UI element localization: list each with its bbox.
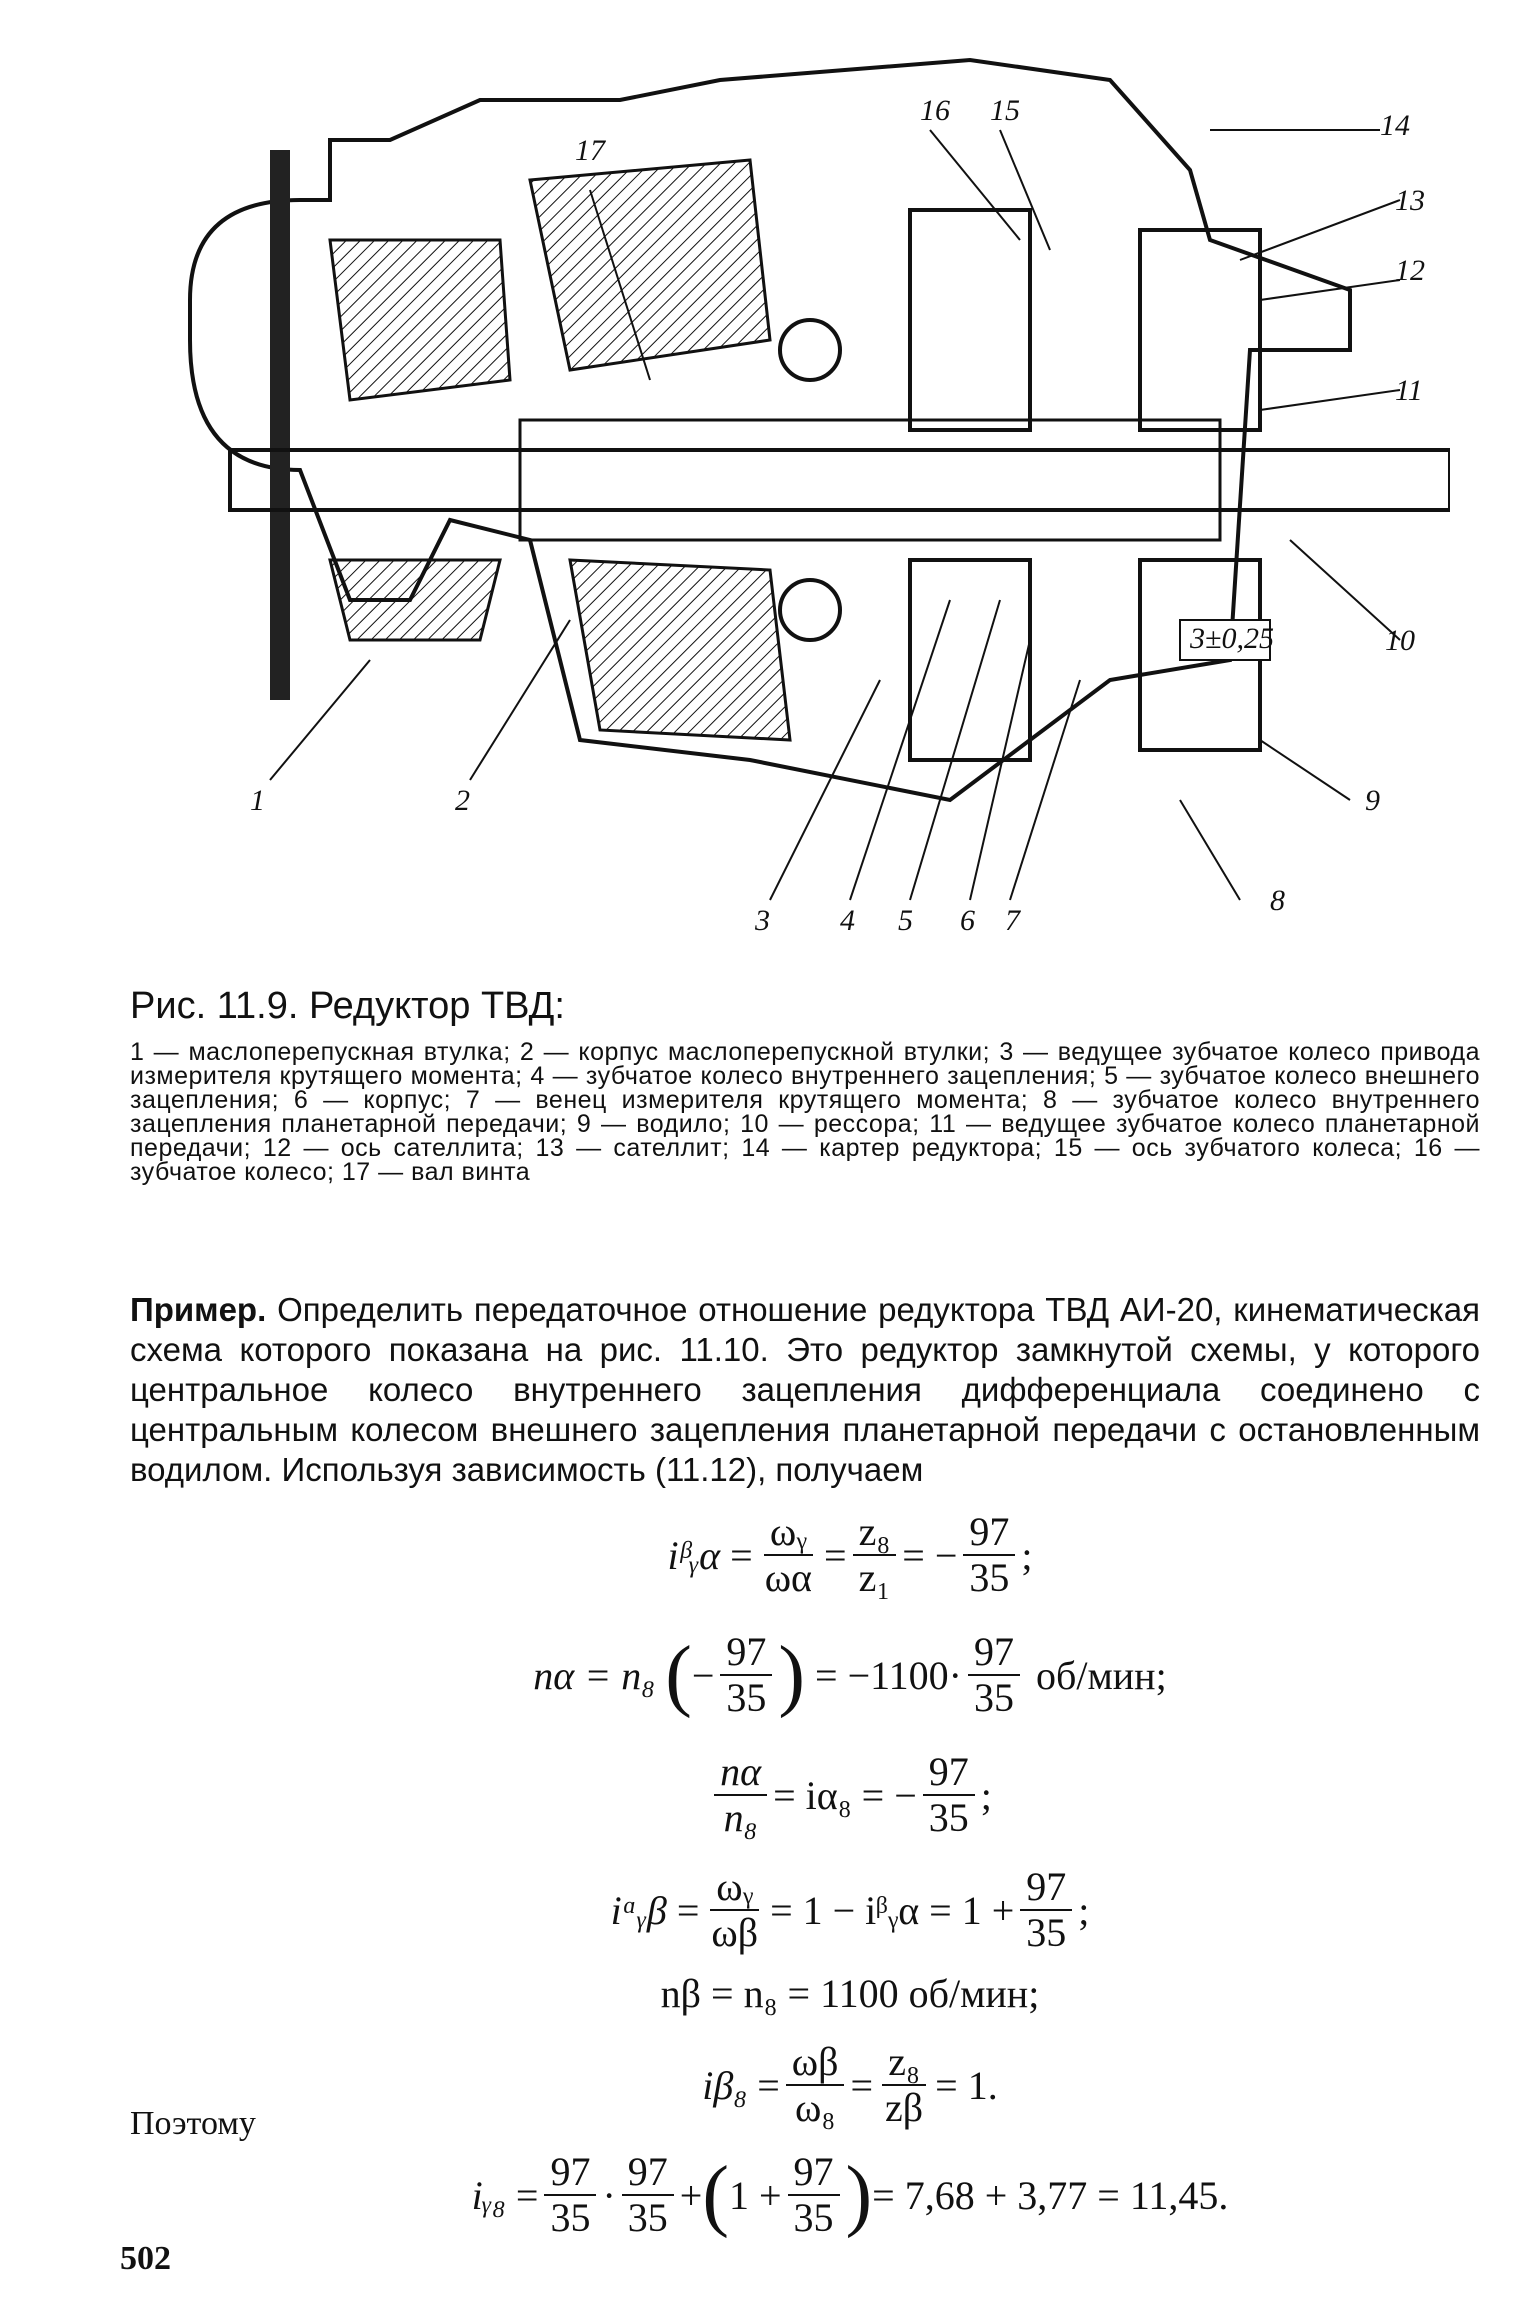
example-lead: Пример. <box>130 1291 267 1328</box>
f3-den: n₈ <box>723 1795 758 1840</box>
hatched-section-2 <box>328 558 502 642</box>
f1-a-den: ωα <box>764 1555 813 1600</box>
f6-end: = 1. <box>935 2062 998 2108</box>
callout-2: 2 <box>455 784 470 817</box>
f1-c-den: 35 <box>969 1555 1010 1600</box>
bearing-upper <box>778 318 842 382</box>
planet-gear-upper <box>908 208 1032 432</box>
page-number: 502 <box>120 2240 171 2277</box>
callout-1: 1 <box>250 784 265 817</box>
f4-den: ωβ <box>711 1910 759 1955</box>
f7-n2: 97 <box>621 2150 674 2196</box>
f3-den2: 35 <box>928 1795 969 1840</box>
callout-15: 15 <box>990 94 1020 127</box>
dimension-label: 3±0,25 <box>1189 622 1274 655</box>
f1-c-num: 97 <box>963 1510 1016 1556</box>
callout-10: 10 <box>1385 624 1415 657</box>
housing-outline <box>188 57 1352 803</box>
f1-sign: − <box>934 1532 958 1578</box>
f4-den2: 35 <box>1026 1910 1067 1955</box>
f7-d3: 35 <box>793 2195 834 2240</box>
f6-den: ω₈ <box>795 2085 836 2130</box>
f7-d2: 35 <box>627 2195 668 2240</box>
callout-16: 16 <box>920 94 950 127</box>
callout-12: 12 <box>1395 254 1425 287</box>
callout-5: 5 <box>898 904 913 937</box>
gearbox-cross-section: 3±0,25 1 2 3 4 5 6 7 8 9 10 11 12 13 14 … <box>188 57 1450 937</box>
hatched-section-1 <box>328 238 512 402</box>
hatched-section-3 <box>528 158 772 372</box>
f1-lhs: iᵝᵧα <box>667 1532 721 1578</box>
f2-unit: об/мин; <box>1036 1652 1167 1698</box>
f2-lhs: nα = n₈ <box>533 1652 656 1698</box>
dimension-box <box>1179 619 1271 661</box>
f4-mid: = 1 − iᵝᵧα = 1 + <box>770 1887 1015 1933</box>
f1-b-den: z₁ <box>858 1555 891 1600</box>
f3-num: nα <box>714 1750 768 1796</box>
f7-lhs: iᵧ₈ <box>471 2172 506 2218</box>
f2-den2: 35 <box>974 1675 1014 1720</box>
f7-d1: 35 <box>550 2195 591 2240</box>
hatched-section-4 <box>568 558 792 742</box>
f5-text: nβ = n₈ = 1100 об/мин; <box>660 1971 1040 2016</box>
f1-b-num: z₈ <box>852 1510 897 1556</box>
callout-14: 14 <box>1380 109 1410 142</box>
f7-n1: 97 <box>544 2150 597 2196</box>
therefore-label: Поэтому <box>130 2105 256 2142</box>
f6-num: ωβ <box>785 2040 845 2086</box>
f4-num2: 97 <box>1020 1865 1073 1911</box>
f3-end: ; <box>980 1772 992 1818</box>
bearing-lower <box>778 578 842 642</box>
f3-mid: = iα₈ = − <box>773 1772 917 1818</box>
main-shaft <box>228 448 1450 512</box>
f1-end: ; <box>1021 1532 1033 1578</box>
callout-3: 3 <box>754 904 770 937</box>
f6-num2: z₈ <box>882 2040 926 2086</box>
callout-6: 6 <box>960 904 975 937</box>
callout-4: 4 <box>840 904 855 937</box>
f4-end: ; <box>1078 1887 1090 1933</box>
left-flange <box>270 150 290 700</box>
example-body: Определить передаточное отношение редукт… <box>130 1291 1480 1488</box>
callout-7: 7 <box>1005 904 1022 937</box>
f2-mid: = −1100· <box>815 1652 962 1698</box>
callout-11: 11 <box>1395 374 1423 407</box>
f7-result: = 7,68 + 3,77 = 11,45. <box>872 2172 1229 2218</box>
f2-num: 97 <box>720 1630 773 1676</box>
callout-9: 9 <box>1365 784 1380 817</box>
figure-caption-title: Рис. 11.9. Редуктор ТВД: <box>130 985 565 1027</box>
f3-num2: 97 <box>922 1750 975 1796</box>
f6-lhs: iβ₈ <box>702 2062 748 2108</box>
f1-a-num: ωᵧ <box>763 1510 813 1556</box>
satellite-gear-upper <box>1138 228 1262 432</box>
f7-n3: 97 <box>787 2150 840 2196</box>
f2-den: 35 <box>726 1675 767 1720</box>
planet-gear-lower <box>908 558 1032 762</box>
f2-num2: 97 <box>968 1630 1020 1676</box>
figure-caption-legend: 1 — маслоперепускная втулка; 2 — корпус … <box>130 1038 1480 1186</box>
gearbox-drawing: 3±0,25 1 2 3 4 5 6 7 8 9 10 11 12 13 14 … <box>150 40 1450 960</box>
callout-17: 17 <box>575 134 607 167</box>
f4-lhs: iᵅᵧβ <box>610 1887 667 1933</box>
callout-leaders <box>269 129 1401 901</box>
f4-num: ωᵧ <box>710 1865 760 1911</box>
formula-5: nβ = n₈ = 1100 об/мин; <box>300 1970 1400 2017</box>
example-paragraph: Пример. Определить передаточное отношени… <box>130 1290 1480 1490</box>
f6-den2: zβ <box>885 2085 924 2130</box>
inner-shaft <box>518 418 1222 542</box>
callout-13: 13 <box>1395 184 1425 217</box>
callout-8: 8 <box>1270 884 1285 917</box>
